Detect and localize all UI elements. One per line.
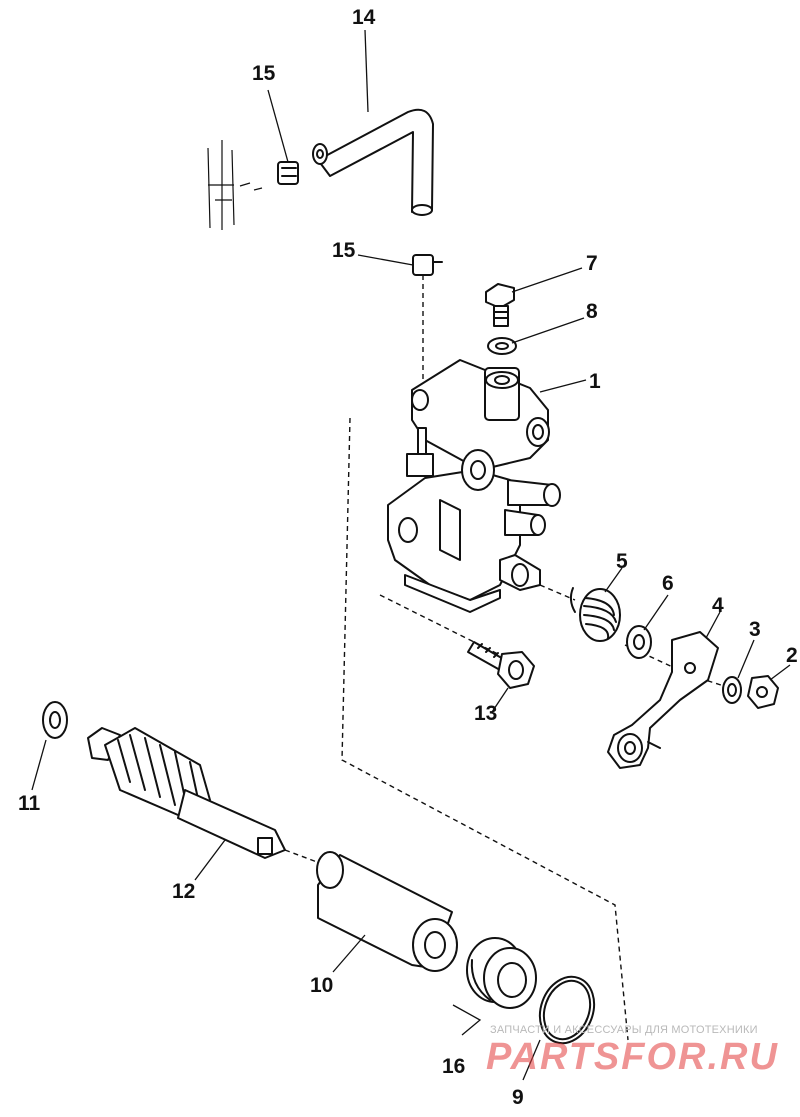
part-7-bolt bbox=[485, 283, 515, 327]
callout-15-upper: 15 bbox=[252, 62, 276, 85]
callout-14: 14 bbox=[352, 6, 376, 29]
callout-15-lower: 15 bbox=[332, 239, 356, 262]
callout-10: 10 bbox=[310, 974, 333, 997]
callout-5: 5 bbox=[616, 550, 628, 573]
part-3-washer bbox=[722, 676, 742, 704]
part-16-oil-seal bbox=[466, 937, 537, 1009]
callout-1: 1 bbox=[589, 370, 601, 393]
callout-6: 6 bbox=[662, 572, 674, 595]
watermark-caption: ЗАПЧАСТИ И АКСЕССУАРЫ ДЛЯ МОТОТЕХНИКИ bbox=[490, 1024, 758, 1036]
part-11-thrust-washer bbox=[42, 701, 68, 739]
part-12-drive-gear-shaft bbox=[87, 727, 286, 859]
callout-16: 16 bbox=[442, 1055, 465, 1078]
part-8-washer bbox=[487, 337, 517, 355]
callout-13: 13 bbox=[474, 702, 497, 725]
callout-4: 4 bbox=[712, 594, 724, 617]
part-14-oil-hose bbox=[312, 108, 434, 216]
callout-11: 11 bbox=[18, 792, 41, 815]
part-9-o-ring bbox=[538, 975, 596, 1045]
part-15-hose-clip-lower bbox=[412, 254, 443, 276]
callout-9: 9 bbox=[512, 1086, 524, 1109]
callout-3: 3 bbox=[749, 618, 761, 641]
part-5-spring bbox=[569, 587, 621, 642]
callout-2: 2 bbox=[786, 644, 798, 667]
callout-8: 8 bbox=[586, 300, 598, 323]
part-6-washer bbox=[626, 625, 652, 659]
part-4-control-lever bbox=[607, 631, 719, 769]
watermark-logo: PARTSFOR.RU bbox=[486, 1036, 779, 1078]
callout-12: 12 bbox=[172, 880, 195, 903]
part-2-nut bbox=[747, 675, 779, 709]
callout-labels: 14 15 15 7 8 1 5 6 4 3 2 13 11 12 10 16 … bbox=[18, 6, 798, 1109]
part-10-sleeve bbox=[316, 851, 458, 972]
part-13-bolt bbox=[467, 641, 535, 689]
part-15-hose-clip-upper bbox=[277, 161, 299, 185]
callout-7: 7 bbox=[586, 252, 598, 275]
leader-lines bbox=[31, 29, 791, 1081]
tank-fitting-outline bbox=[207, 140, 263, 230]
part-1-pump-body bbox=[387, 359, 561, 613]
